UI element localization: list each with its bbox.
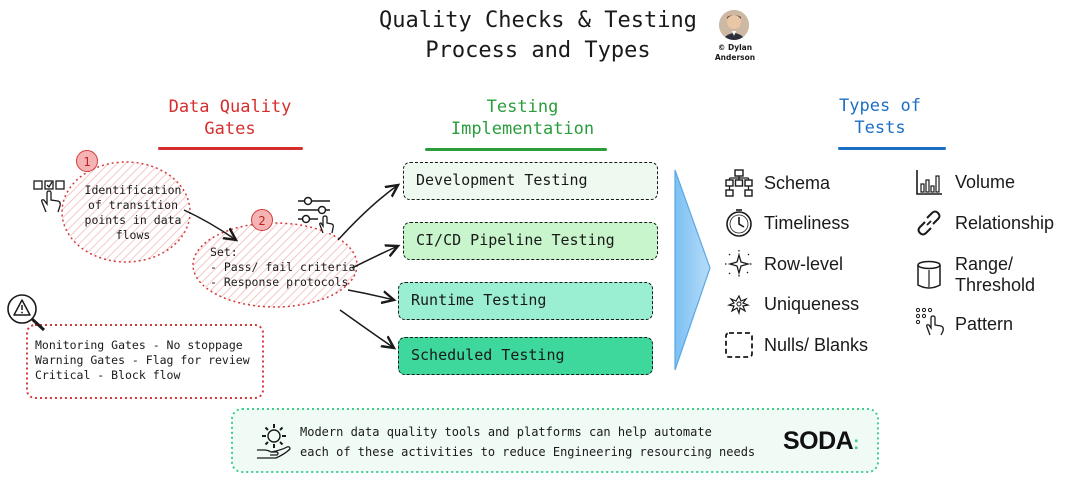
- types-heading-underline: [838, 147, 946, 150]
- footer-text: Modern data quality tools and platforms …: [300, 425, 756, 459]
- type-volume: Volume: [955, 172, 1016, 192]
- link-icon: [917, 210, 941, 236]
- step1-oval: [61, 161, 191, 263]
- test-runtime: Runtime Testing: [398, 282, 653, 320]
- schema-icon: [725, 169, 753, 197]
- gear-hand-icon: [257, 424, 291, 459]
- sparkle-icon: [725, 250, 753, 278]
- sliders-settings-icon: [298, 196, 334, 234]
- step1-badge: 1: [76, 150, 98, 172]
- type-relationship: Relationship: [955, 213, 1055, 233]
- gates-heading-underline: [158, 147, 303, 150]
- step2-badge: 2: [251, 209, 273, 231]
- arrow-to-development: [337, 185, 398, 241]
- soda-logo: SODA:: [783, 427, 859, 455]
- burst-icon: [726, 294, 751, 316]
- page-title: Quality Checks & Testing Process and Typ…: [379, 8, 697, 63]
- footer-box: [231, 408, 879, 473]
- touch-select-icon: [33, 180, 65, 213]
- type-schema: Schema: [764, 173, 831, 193]
- warning-magnifier-icon: [7, 294, 46, 332]
- funnel-triangle: [674, 169, 711, 371]
- cylinder-icon: [917, 260, 941, 289]
- types-heading: Types of Tests: [839, 96, 921, 138]
- test-scheduled: Scheduled Testing: [398, 337, 653, 375]
- dashed-square-icon: [725, 332, 753, 358]
- implementation-heading: Testing Implementation: [450, 97, 595, 139]
- clock-icon: [726, 209, 752, 237]
- arrow-to-scheduled: [339, 309, 394, 348]
- gate-types-list: Monitoring Gates - No stoppage Warning G…: [35, 338, 250, 382]
- type-row-level: Row-level: [764, 254, 844, 274]
- type-pattern: Pattern: [955, 314, 1014, 334]
- gates-heading: Data Quality Gates: [168, 97, 292, 139]
- person-icon: [719, 10, 749, 40]
- step2-text: Set: - Pass/ fail criteria - Response pr…: [210, 245, 356, 289]
- type-nulls-blanks: Nulls/ Blanks: [764, 335, 869, 355]
- author-credit: © Dylan Anderson: [714, 43, 756, 62]
- soda-logo-dot: :: [853, 433, 859, 453]
- author-avatar: [719, 10, 749, 40]
- gate-types-box: [26, 324, 264, 399]
- type-timeliness: Timeliness: [764, 213, 850, 233]
- step1-text: Identification of transition points in d…: [84, 183, 182, 242]
- arrow-step1-to-step2: [183, 209, 236, 240]
- bar-chart-icon: [916, 170, 942, 195]
- type-range-threshold: Range/ Threshold: [955, 254, 1036, 295]
- implementation-heading-underline: [425, 148, 607, 151]
- arrow-to-cicd: [351, 246, 398, 269]
- pattern-icon: [915, 307, 944, 336]
- test-cicd-pipeline: CI/CD Pipeline Testing: [403, 222, 658, 260]
- test-development: Development Testing: [403, 162, 658, 200]
- type-uniqueness: Uniqueness: [764, 294, 860, 314]
- arrow-to-runtime: [347, 289, 394, 300]
